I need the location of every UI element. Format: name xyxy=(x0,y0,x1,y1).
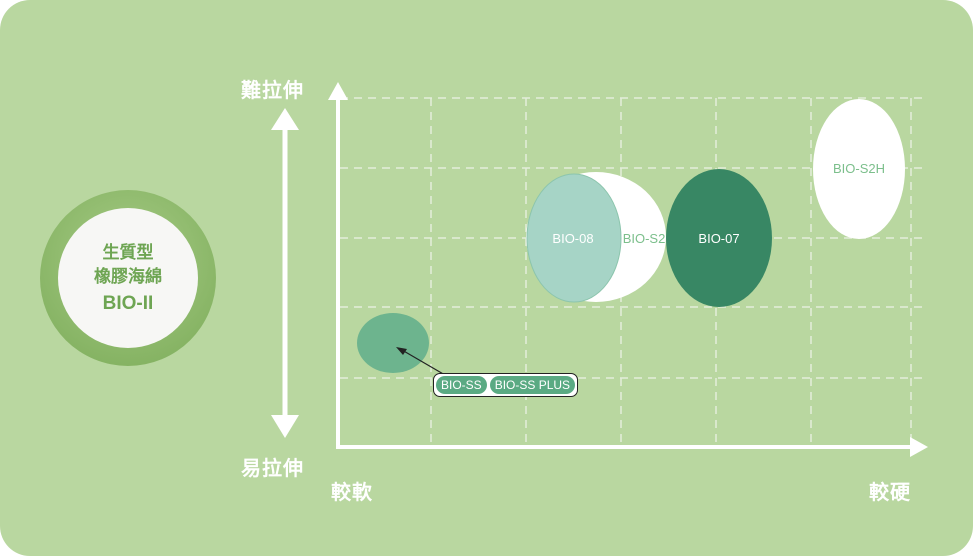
bio-08-ellipse xyxy=(526,173,622,303)
bio-ss-ellipse xyxy=(357,313,429,373)
axes xyxy=(328,82,928,457)
bio-ss-tag: BIO-SS BIO-SS PLUS xyxy=(433,373,579,397)
bio-ss-pill: BIO-SS xyxy=(436,376,487,394)
badge-line2: 橡膠海綿 xyxy=(94,266,162,287)
bio-07-ellipse xyxy=(666,169,772,307)
x-axis-right-label: 較硬 xyxy=(869,480,911,504)
pointer-arrow xyxy=(396,347,446,376)
bio-ss-plus-pill: BIO-SS PLUS xyxy=(489,376,576,394)
badge-code: BIO-II xyxy=(102,292,154,314)
x-axis-left-label: 較軟 xyxy=(331,480,373,504)
bio-07-label: BIO-07 xyxy=(698,231,739,246)
badge-inner: 生質型 橡膠海綿 BIO-II xyxy=(58,208,198,348)
y-axis-top-label: 難拉伸 xyxy=(241,78,304,102)
badge-line1: 生質型 xyxy=(102,242,154,263)
bio-s2-label: BIO-S2 xyxy=(623,231,666,246)
product-badge: 生質型 橡膠海綿 BIO-II xyxy=(40,190,216,366)
bio-08-label: BIO-08 xyxy=(552,231,593,246)
tensile-double-arrow xyxy=(271,108,299,438)
bio-s2h-label: BIO-S2H xyxy=(833,161,885,176)
bio-s2h-ellipse xyxy=(813,99,905,239)
y-axis-bottom-label: 易拉伸 xyxy=(241,456,304,480)
